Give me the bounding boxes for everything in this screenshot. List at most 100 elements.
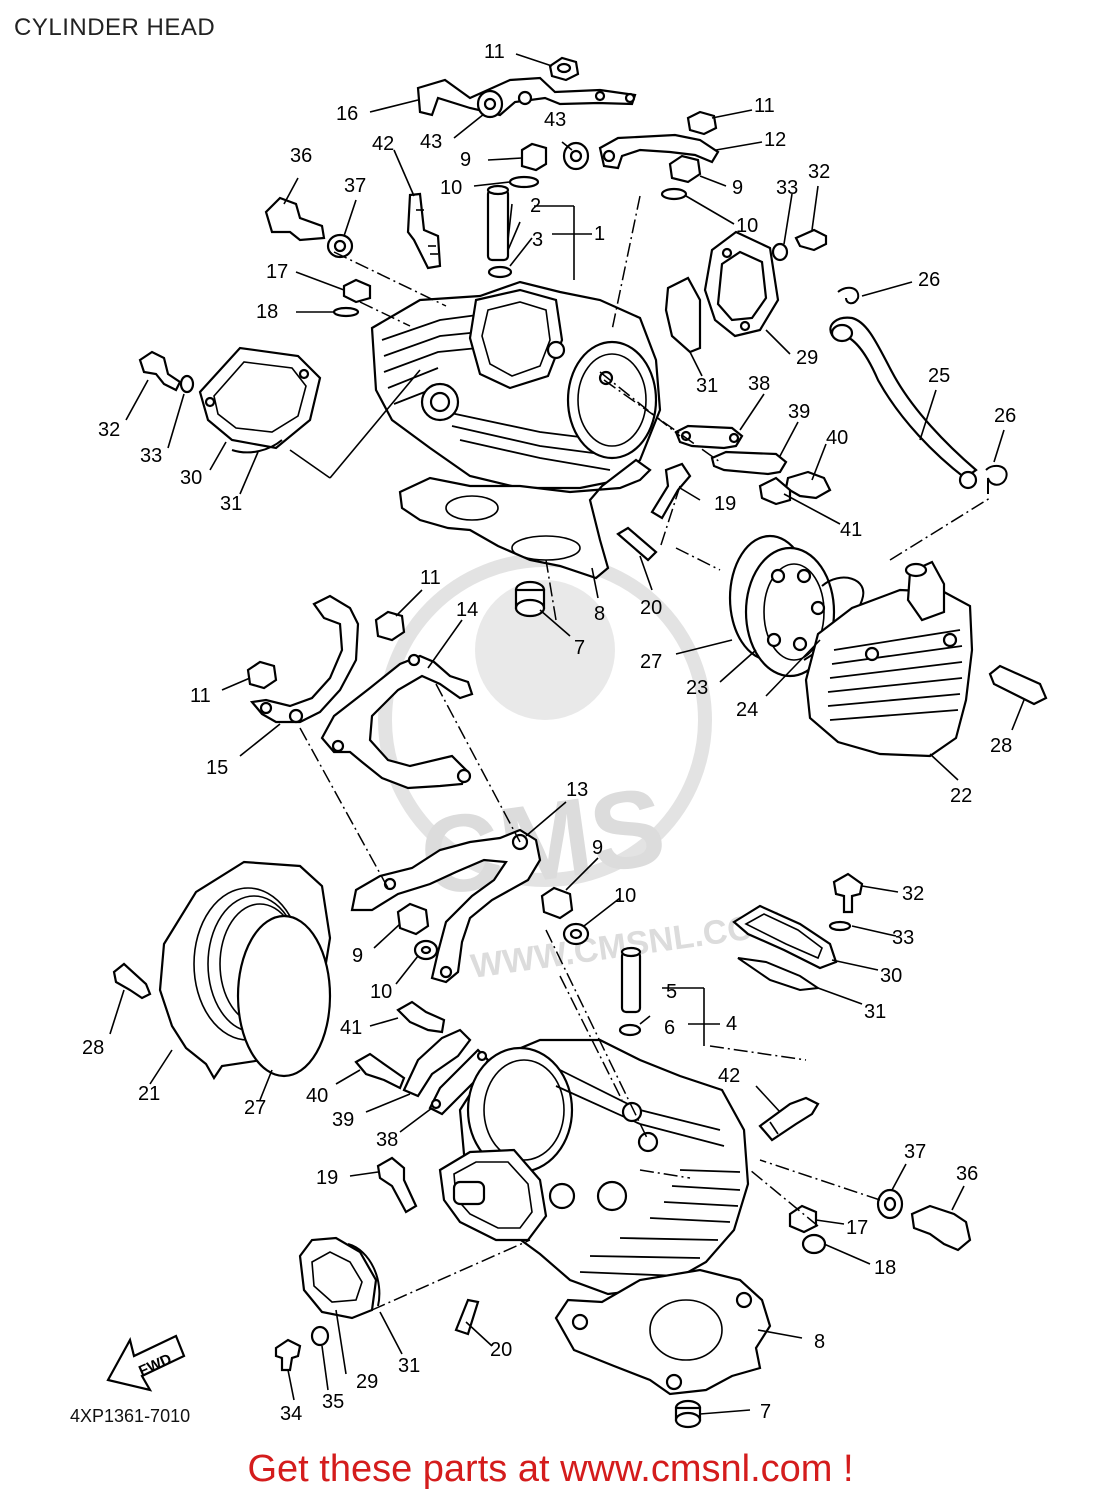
bolt-41-lower — [396, 1000, 446, 1034]
bolt-40-upper — [784, 470, 832, 500]
callout-label: 22 — [950, 785, 972, 807]
stud-20-lower — [454, 1298, 480, 1336]
nut-9-mid-right — [540, 886, 574, 920]
grommet-43-left — [476, 89, 504, 119]
bolt-32-upper-right — [794, 228, 828, 252]
washer-18-lower — [801, 1233, 827, 1255]
callout-label: 7 — [760, 1401, 771, 1423]
callout-label: 15 — [206, 757, 228, 779]
clip-26-top — [837, 286, 860, 305]
callout-label: 32 — [808, 161, 830, 183]
callout-label: 36 — [956, 1163, 978, 1185]
diagram-part-code: 4XP1361-7010 — [70, 1406, 191, 1426]
callout-label: 11 — [484, 41, 505, 63]
washer-10-top — [508, 175, 540, 189]
callout-label: 39 — [332, 1109, 354, 1131]
washer-33-upper-left — [179, 374, 195, 394]
bolt-40-lower — [354, 1052, 406, 1090]
callout-label: 11 — [754, 95, 775, 117]
gasket-27-left — [236, 914, 332, 1078]
callout-label: 10 — [370, 981, 392, 1003]
bolt-32-upper-left — [138, 350, 182, 392]
callout-label: 27 — [244, 1097, 266, 1119]
callout-label: 36 — [290, 145, 312, 167]
cylinder-head-1-upper — [370, 280, 662, 490]
valve-guide-5-lower — [618, 946, 642, 1037]
nut-9-right — [668, 154, 702, 184]
callout-label: 1 — [594, 223, 605, 245]
bracket-12 — [598, 133, 720, 170]
callout-label: 27 — [640, 651, 662, 673]
callout-label: 10 — [736, 215, 758, 237]
callout-labels: 11 16 43 43 11 12 36 42 9 37 10 2 1 3 9 … — [82, 41, 1016, 1425]
callout-label: 43 — [544, 109, 566, 131]
gasket-31-upper-right — [664, 276, 702, 354]
nut-9-top — [520, 142, 548, 172]
callout-label: 2 — [530, 195, 541, 217]
callout-label: 29 — [356, 1371, 378, 1393]
union-bolt-36-upper — [264, 196, 326, 242]
spark-plug-42-lower — [758, 1096, 820, 1142]
callout-label: 33 — [776, 177, 798, 199]
nut-17-lower — [788, 1204, 818, 1234]
callout-label: 24 — [736, 699, 758, 721]
callout-label: 40 — [826, 427, 848, 449]
callout-label: 10 — [614, 885, 636, 907]
callout-label: 20 — [640, 597, 662, 619]
washer-18-upper — [332, 306, 360, 318]
callout-label: 28 — [82, 1037, 104, 1059]
callout-label: 38 — [376, 1129, 398, 1151]
nut-9-mid-left — [396, 902, 430, 936]
callout-label: 38 — [748, 373, 770, 395]
cover-30-lower — [732, 904, 838, 970]
callout-label: 19 — [714, 493, 736, 515]
callout-label: 34 — [280, 1403, 302, 1425]
callout-label: 41 — [340, 1017, 362, 1039]
footer-link[interactable]: Get these parts at www.cmsnl.com ! — [247, 1448, 854, 1490]
upper-bracket-16 — [416, 76, 637, 117]
nut-11-left — [246, 660, 278, 690]
bracket-15 — [249, 594, 360, 724]
callout-label: 8 — [594, 603, 605, 625]
callout-label: 29 — [796, 347, 818, 369]
callout-label: 13 — [566, 779, 588, 801]
callout-label: 9 — [352, 945, 363, 967]
washer-10-right — [660, 187, 688, 201]
callout-label: 37 — [904, 1141, 926, 1163]
callout-label: 10 — [440, 177, 462, 199]
callout-label: 39 — [788, 401, 810, 423]
clip-26-bottom — [985, 464, 1008, 494]
bolt-19-upper — [650, 462, 692, 520]
cover-30-upper — [198, 346, 322, 450]
callout-label: 42 — [372, 133, 394, 155]
grommet-43-right — [562, 141, 590, 171]
callout-label: 14 — [456, 599, 478, 621]
callout-label: 18 — [256, 301, 278, 323]
callout-label: 26 — [918, 269, 940, 291]
washer-33-lower — [828, 920, 852, 932]
callout-label: 37 — [344, 175, 366, 197]
callout-label: 3 — [532, 229, 543, 251]
callout-label: 40 — [306, 1085, 328, 1107]
callout-label: 11 — [190, 685, 211, 707]
callout-label: 28 — [990, 735, 1012, 757]
callout-label: 11 — [420, 567, 441, 589]
callout-label: 32 — [98, 419, 120, 441]
callout-label: 31 — [398, 1355, 420, 1377]
assembly-lines — [299, 195, 991, 1311]
cylinder-22 — [804, 560, 974, 758]
joint-23 — [744, 546, 836, 678]
callout-label: 9 — [592, 837, 603, 859]
bolt-32-lower — [832, 872, 864, 914]
dowel-7-upper — [514, 580, 546, 618]
gasket-8-lower — [554, 1268, 772, 1396]
callout-label: 7 — [574, 637, 585, 659]
page-title: CYLINDER HEAD — [14, 14, 216, 41]
callout-label: 9 — [460, 149, 471, 171]
callout-label: 30 — [180, 467, 202, 489]
callout-label: 31 — [220, 493, 242, 515]
callout-label: 17 — [846, 1217, 868, 1239]
plate-39-upper — [710, 450, 788, 476]
bolt-34 — [274, 1338, 302, 1372]
bolt-28-left — [112, 962, 152, 1000]
